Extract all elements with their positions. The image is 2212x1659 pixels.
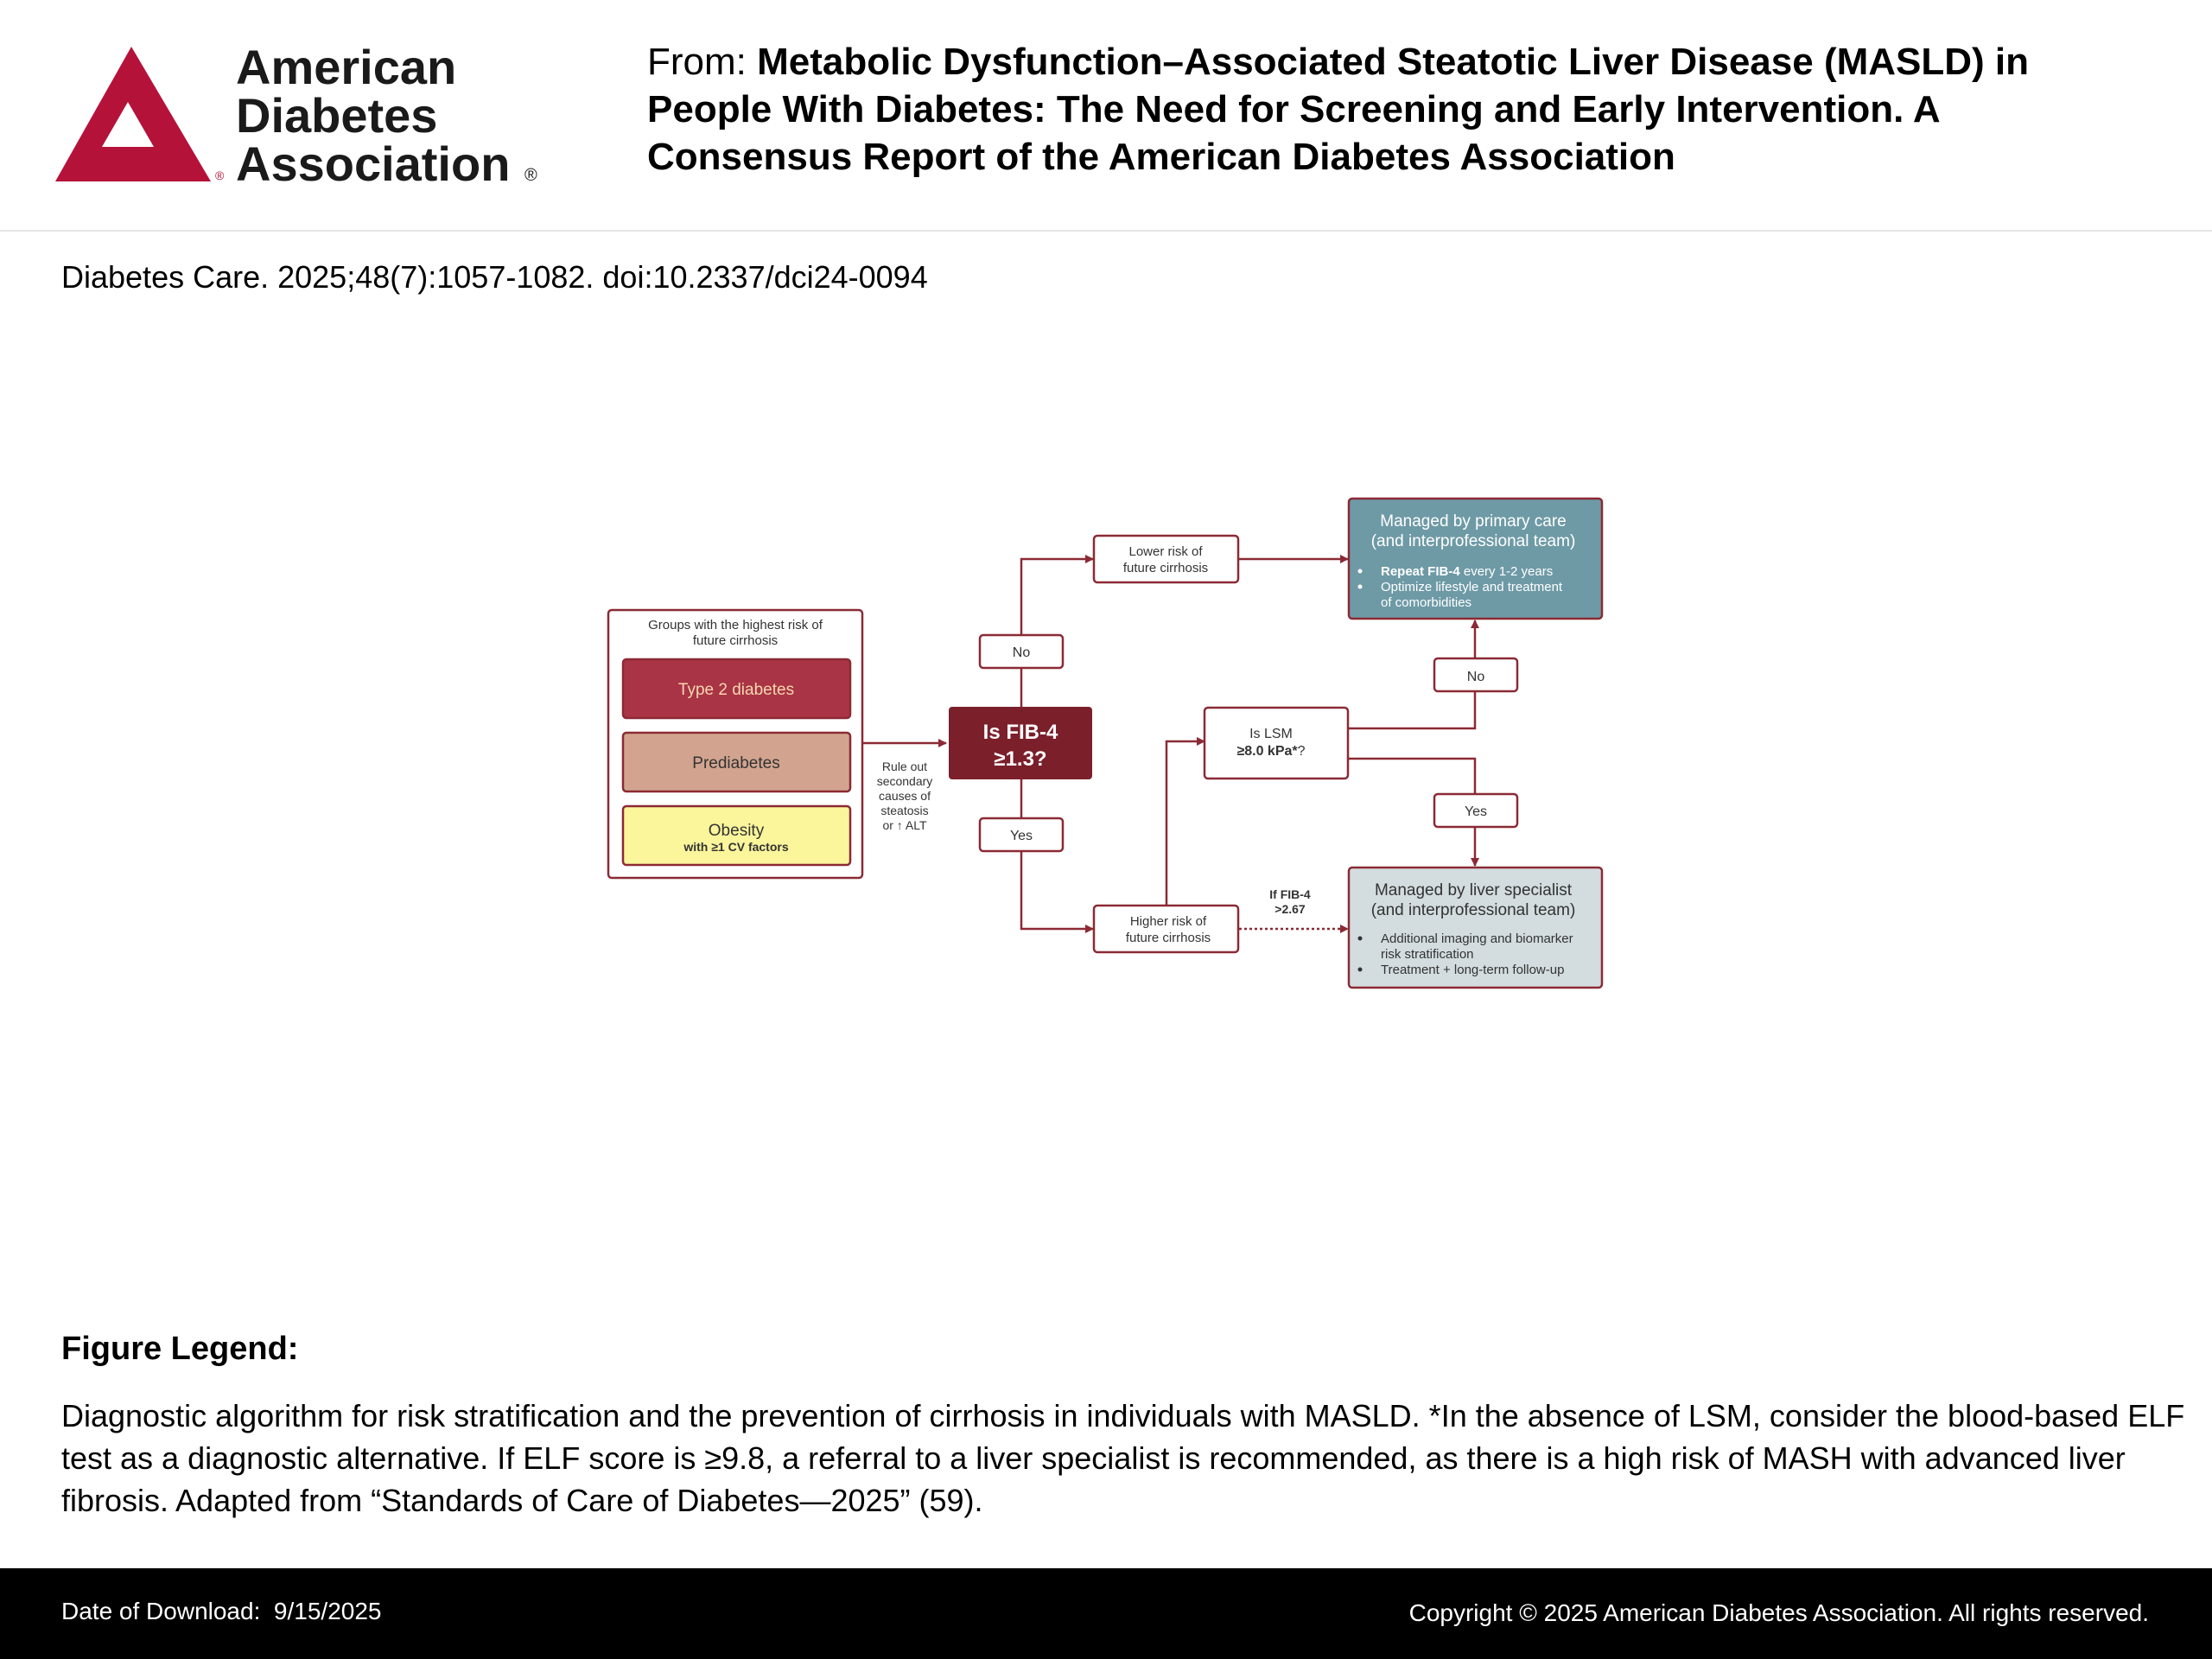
fib4-decision-line-2: ≥1.3? <box>994 747 1046 771</box>
primary-care-bullet-1: Repeat FIB-4 every 1-2 years <box>1381 564 1553 579</box>
connector-higher-to-lsm <box>1165 737 1205 910</box>
lsm-no-label-box <box>1433 657 1519 693</box>
header: ® American Diabetes Association ® From: … <box>0 0 2212 232</box>
connector-lsm-yes-to-specialist <box>1348 757 1479 867</box>
primary-care-box <box>1347 497 1604 620</box>
flow-diagram: Groups with the highest risk of future c… <box>607 497 1604 989</box>
group-obesity-label: Obesity <box>709 822 765 840</box>
fib4-decision-box <box>949 707 1092 779</box>
no-label: No <box>1013 645 1031 660</box>
citation[interactable]: Diabetes Care. 2025;48(7):1057-1082. doi… <box>61 259 928 295</box>
liver-specialist-bullet-2: Treatment + long-term follow-up <box>1381 963 1564 977</box>
group-obesity-sublabel: with ≥1 CV factors <box>683 840 788 854</box>
liver-specialist-bullet-1-line-1: Additional imaging and biomarker <box>1381 931 1573 946</box>
connector-yes-to-higher-risk <box>1020 779 1094 933</box>
lsm-no-label: No <box>1467 670 1485 684</box>
lower-risk-box <box>1092 534 1240 584</box>
logo-line-3: Association <box>236 137 510 190</box>
rule-out-line-1: Rule out <box>882 760 927 773</box>
lower-risk-line-2: future cirrhosis <box>1123 561 1208 575</box>
logo-line-1: American <box>236 41 456 94</box>
group-obesity <box>621 804 852 867</box>
legend-heading: Figure Legend: <box>61 1331 299 1367</box>
groups-title-line-1: Groups with the highest risk of <box>648 618 823 632</box>
svg-text:®: ® <box>524 166 537 185</box>
download-date: Date of Download: 9/15/2025 <box>61 1598 382 1625</box>
group-type-2-diabetes-label: Type 2 diabetes <box>678 681 794 699</box>
yes-label: Yes <box>1010 829 1033 843</box>
rule-out-line-5: or ↑ ALT <box>882 818 927 832</box>
rule-out-line-4: steatosis <box>880 804 928 817</box>
primary-care-bullet-2-line-2: of comorbidities <box>1381 595 1471 610</box>
lsm-yes-label: Yes <box>1465 804 1487 819</box>
ada-logo: ® American Diabetes Association ® <box>55 41 537 190</box>
yes-label-box <box>978 817 1065 853</box>
ada-triangle-logo-icon <box>55 47 211 181</box>
lsm-yes-label-box <box>1433 792 1519 829</box>
title-prefix: From: <box>647 41 758 83</box>
title-text[interactable]: Metabolic Dysfunction–Associated Steatot… <box>647 41 2030 178</box>
footer: Date of Download: 9/15/2025 Copyright © … <box>0 1568 2212 1659</box>
group-prediabetes-label: Prediabetes <box>692 754 779 772</box>
connector-no-to-lower-risk <box>1020 555 1094 707</box>
if-fib4-line-1: If FIB-4 <box>1269 887 1311 901</box>
download-date-value: 9/15/2025 <box>273 1598 382 1624</box>
higher-risk-line-1: Higher risk of <box>1130 914 1207 929</box>
rule-out-line-3: causes of <box>879 789 931 803</box>
article-title: From: Metabolic Dysfunction–Associated S… <box>647 38 2151 181</box>
svg-text:®: ® <box>215 168 225 182</box>
lsm-decision-box <box>1203 706 1350 780</box>
no-label-box <box>978 633 1065 670</box>
lsm-line-1: Is LSM <box>1249 727 1293 741</box>
connector-lsm-no-to-primary <box>1348 620 1479 730</box>
primary-care-title-2: (and interprofessional team) <box>1371 532 1576 550</box>
fib4-decision-line-1: Is FIB-4 <box>983 721 1058 744</box>
group-type-2-diabetes <box>621 658 852 720</box>
liver-specialist-box <box>1347 866 1604 989</box>
if-fib4-line-2: >2.67 <box>1274 902 1306 916</box>
lsm-line-2: ≥8.0 kPa*? <box>1236 744 1305 759</box>
legend-text: Diagnostic algorithm for risk stratifica… <box>61 1398 2185 1518</box>
liver-specialist-bullet-1-line-2: risk stratification <box>1381 947 1474 962</box>
higher-risk-line-2: future cirrhosis <box>1126 931 1211 945</box>
primary-care-bullet-2-line-1: Optimize lifestyle and treatment <box>1381 580 1563 594</box>
higher-risk-box <box>1092 904 1240 954</box>
lower-risk-line-1: Lower risk of <box>1128 544 1203 559</box>
liver-specialist-title-2: (and interprofessional team) <box>1371 901 1576 919</box>
rule-out-line-2: secondary <box>877 774 933 788</box>
copyright: Copyright © 2025 American Diabetes Assoc… <box>1408 1599 2149 1626</box>
group-prediabetes <box>621 731 852 793</box>
logo-line-2: Diabetes <box>236 88 437 143</box>
liver-specialist-title-1: Managed by liver specialist <box>1375 881 1573 899</box>
download-label: Date of Download: <box>61 1598 274 1624</box>
primary-care-title-1: Managed by primary care <box>1380 512 1566 531</box>
groups-title-line-2: future cirrhosis <box>693 633 778 648</box>
